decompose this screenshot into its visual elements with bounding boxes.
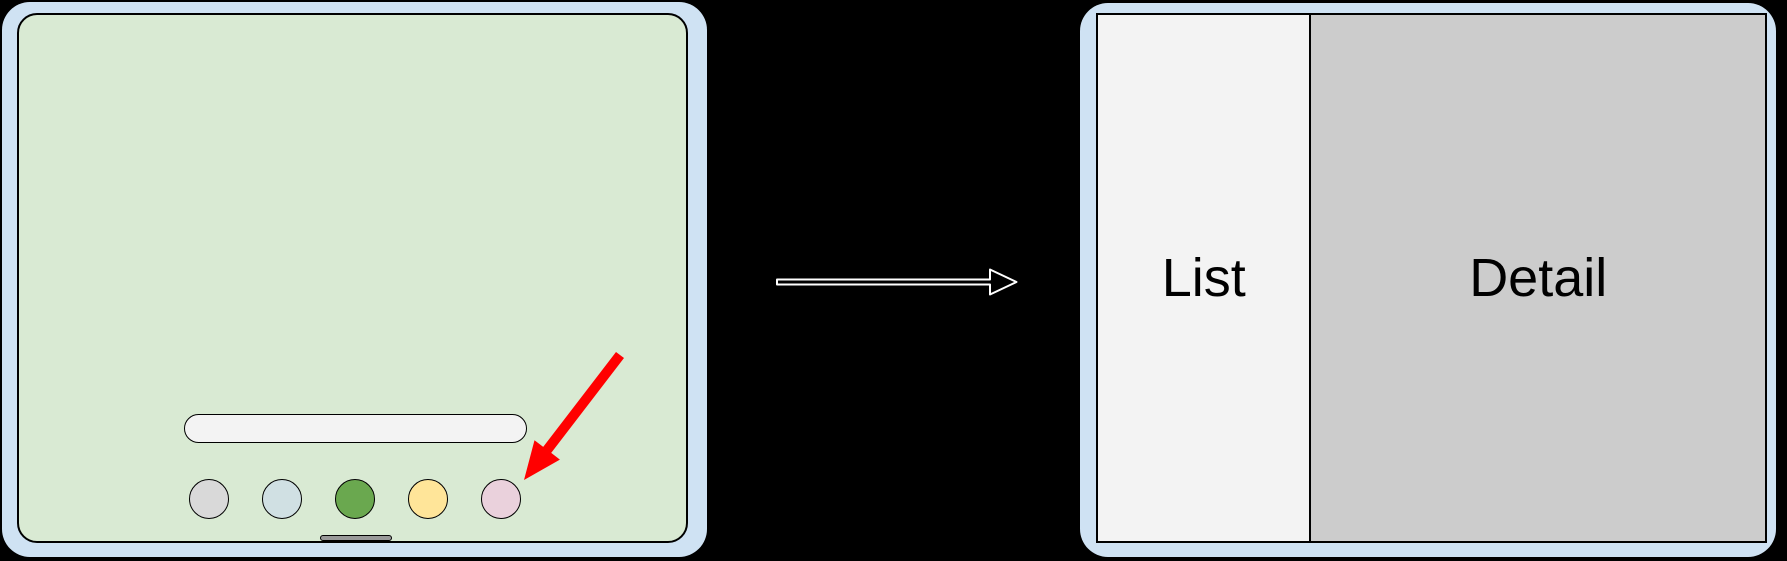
list-pane: List bbox=[1098, 15, 1312, 541]
transition-arrow-shape bbox=[776, 268, 1018, 296]
dock bbox=[189, 479, 521, 519]
detail-pane: Detail bbox=[1311, 15, 1765, 541]
list-pane-label: List bbox=[1161, 248, 1246, 308]
pointer-arrow-icon bbox=[524, 352, 624, 480]
app-icon-green bbox=[335, 479, 375, 519]
detail-pane-label: Detail bbox=[1469, 248, 1608, 308]
split-view-panel: List Detail bbox=[1096, 13, 1767, 543]
app-icon-blue bbox=[262, 479, 302, 519]
pointer-arrow-shape bbox=[524, 352, 624, 480]
search-bar bbox=[184, 414, 527, 443]
app-icon-yellow bbox=[408, 479, 448, 519]
transition-arrow-icon bbox=[776, 268, 1018, 296]
home-screen bbox=[17, 13, 688, 543]
app-icon-gray bbox=[189, 479, 229, 519]
home-indicator bbox=[320, 535, 392, 541]
app-icon-pink bbox=[481, 479, 521, 519]
phone-device-frame bbox=[2, 2, 707, 557]
tablet-device-frame: List Detail bbox=[1080, 3, 1776, 557]
